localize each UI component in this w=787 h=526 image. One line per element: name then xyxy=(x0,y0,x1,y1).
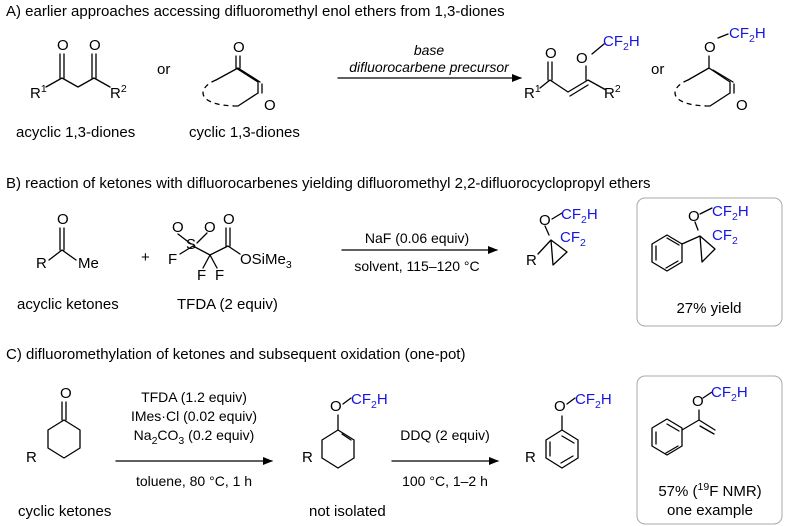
section-a-heading: A) earlier approaches accessing difluoro… xyxy=(6,3,505,20)
osime3-group: OSiMe3 xyxy=(240,251,292,271)
atom-r: R xyxy=(26,449,37,466)
atom-o: O xyxy=(233,39,245,56)
acyclic-ketone-structure: O R Me xyxy=(36,211,99,272)
section-c-heading: C) difluoromethylation of ketones and su… xyxy=(6,346,465,363)
plus-sign: + xyxy=(141,249,150,266)
atom-r2: R2 xyxy=(110,83,127,102)
acyclic-enol-ether-product: O O CF2H R1 R2 xyxy=(524,33,640,102)
cf2h-group: CF2H xyxy=(729,25,766,45)
atom-o: O xyxy=(60,385,72,402)
atom-r: R xyxy=(525,449,536,466)
cf2h-group: CF2H xyxy=(712,203,749,223)
atom-r: R xyxy=(526,252,537,269)
arrow-conditions: solvent, 115–120 °C xyxy=(354,258,479,274)
tfda-structure: F S O O O F F OSiMe3 xyxy=(168,211,292,284)
arrow-reagent-na2co3: Na2CO3 (0.2 equiv) xyxy=(134,427,255,447)
atom-o: O xyxy=(736,97,748,114)
atom-o: O xyxy=(57,37,69,54)
cf2h-group: CF2H xyxy=(351,391,388,411)
atom-r: R xyxy=(36,255,47,272)
atom-s: S xyxy=(186,236,196,253)
atom-o: O xyxy=(57,211,69,228)
atom-o: O xyxy=(539,212,551,229)
aryl-ether-product: O CF2H R xyxy=(525,391,612,469)
atom-f: F xyxy=(168,251,177,268)
phenyl-cyclopropyl-ether-example: O CF2H CF2 xyxy=(651,203,749,272)
atom-o: O xyxy=(688,208,700,225)
arrow-conditions: toluene, 80 °C, 1 h xyxy=(136,473,252,489)
label-cyclic-ketones: cyclic ketones xyxy=(18,503,111,520)
atom-r1: R1 xyxy=(524,83,541,102)
cf2-group: CF2 xyxy=(712,227,738,247)
example-box-c xyxy=(636,375,783,525)
yield-one-example: one example xyxy=(667,502,753,519)
atom-f: F xyxy=(215,267,224,284)
methyl-group: Me xyxy=(78,255,99,272)
or-text: or xyxy=(157,61,170,78)
cf2-group: CF2 xyxy=(560,229,586,249)
atom-o: O xyxy=(89,37,101,54)
label-tfda: TFDA (2 equiv) xyxy=(177,296,278,313)
label-acyclic-ketones: acyclic ketones xyxy=(17,296,119,313)
cf2h-group: CF2H xyxy=(575,391,612,411)
label-acyclic-diones: acyclic 1,3-diones xyxy=(16,124,135,141)
cyclopropyl-ether-product: O CF2H CF2 R xyxy=(526,206,598,269)
atom-o: O xyxy=(172,219,184,236)
cyclic-dione-structure: O O xyxy=(202,39,276,114)
arrow-reagent-naf: NaF (0.06 equiv) xyxy=(365,230,469,246)
atom-f: F xyxy=(197,267,206,284)
cyclic-enol-ether-product: O CF2H O xyxy=(674,25,766,114)
atom-r2: R2 xyxy=(604,83,621,102)
atom-o: O xyxy=(204,219,216,236)
arrow-conditions: 100 °C, 1–2 h xyxy=(402,473,488,489)
yield-27: 27% yield xyxy=(676,300,741,317)
yield-57: 57% (19F NMR) xyxy=(658,481,761,500)
atom-r1: R1 xyxy=(30,83,47,102)
atom-o: O xyxy=(576,50,588,67)
arrow-reagent-base: base xyxy=(414,42,445,58)
atom-o: O xyxy=(692,393,704,410)
atom-o: O xyxy=(704,39,716,56)
label-not-isolated: not isolated xyxy=(309,503,386,520)
styrenyl-ether-example: O CF2H xyxy=(651,384,748,456)
cf2h-group: CF2H xyxy=(711,384,748,404)
acyclic-dione-structure: O O R1 R2 xyxy=(30,37,127,102)
cyclic-ketone-structure: O R xyxy=(26,385,81,466)
atom-o: O xyxy=(223,211,235,228)
arrow-reagent-imes: IMes·Cl (0.02 equiv) xyxy=(131,408,257,424)
label-cyclic-diones: cyclic 1,3-diones xyxy=(189,124,300,141)
section-b-heading: B) reaction of ketones with difluorocarb… xyxy=(6,175,651,192)
cf2h-group: CF2H xyxy=(561,206,598,226)
arrow-reagent-tfda: TFDA (1.2 equiv) xyxy=(141,389,247,405)
atom-o: O xyxy=(554,398,566,415)
arrow-reagent-precursor: difluorocarbene precursor xyxy=(349,59,510,75)
arrow-reagent-ddq: DDQ (2 equiv) xyxy=(400,427,489,443)
atom-r: R xyxy=(302,449,313,466)
example-box-b xyxy=(636,197,783,327)
cf2h-group: CF2H xyxy=(603,33,640,53)
atom-o: O xyxy=(330,398,342,415)
enol-ether-intermediate: O CF2H R xyxy=(302,391,388,469)
or-text: or xyxy=(651,61,664,78)
atom-o: O xyxy=(545,45,557,62)
atom-o: O xyxy=(264,97,276,114)
